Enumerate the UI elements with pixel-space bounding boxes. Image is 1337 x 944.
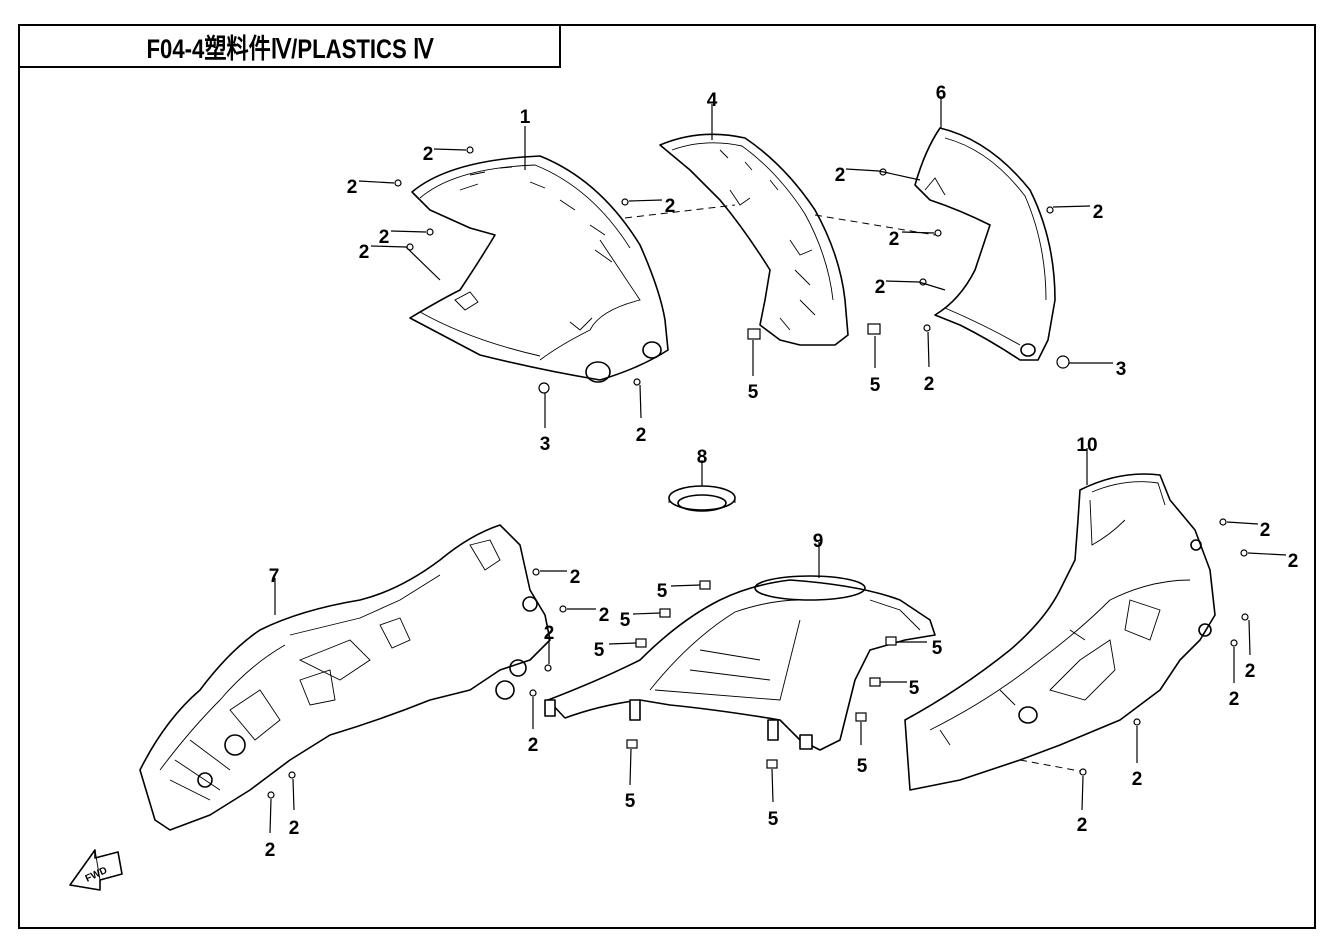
callout-25: 2 — [265, 840, 276, 861]
callout-35: 10 — [1076, 435, 1097, 456]
callout-28: 5 — [620, 610, 631, 631]
fwd-arrow-icon: FWD — [69, 849, 123, 891]
part-6-right-cowl — [914, 127, 1056, 361]
leader-lines — [269, 96, 1287, 834]
callout-32: 5 — [932, 638, 943, 659]
callout-10: 5 — [870, 375, 881, 396]
callout-15: 2 — [875, 277, 886, 298]
callout-33: 5 — [909, 678, 920, 699]
callout-5: 2 — [665, 196, 676, 217]
part-4-side-strip — [659, 133, 849, 346]
callout-38: 2 — [1245, 661, 1256, 682]
part-9-tank-cover — [544, 575, 936, 751]
callout-17: 3 — [1116, 359, 1127, 380]
callout-36: 2 — [1260, 520, 1271, 541]
callout-13: 2 — [1093, 202, 1104, 223]
part-7-left-frame-cover — [139, 524, 551, 831]
callout-39: 2 — [1229, 689, 1240, 710]
drawing-frame — [18, 24, 1316, 929]
callout-16: 2 — [924, 374, 935, 395]
callout-29: 5 — [594, 640, 605, 661]
callout-14: 2 — [889, 229, 900, 250]
callout-11: 6 — [936, 83, 947, 104]
callout-8: 4 — [707, 90, 718, 111]
callout-23: 2 — [528, 735, 539, 756]
callout-18: 8 — [697, 447, 708, 468]
ref-line-2 — [814, 214, 936, 236]
part-8-ring — [668, 485, 736, 512]
callout-0: 1 — [520, 107, 531, 128]
callout-1: 2 — [423, 144, 434, 165]
callout-30: 5 — [625, 791, 636, 812]
part-10-right-side-cover — [904, 473, 1216, 791]
title-box: F04-4塑料件Ⅳ/PLASTICS Ⅳ — [18, 24, 561, 68]
callout-3: 2 — [379, 227, 390, 248]
callout-21: 2 — [599, 605, 610, 626]
callout-26: 9 — [813, 531, 824, 552]
part-1-left-cover — [409, 155, 669, 383]
ref-line-3 — [1019, 759, 1086, 773]
diagram-title: F04-4塑料件Ⅳ/PLASTICS Ⅳ — [146, 33, 433, 64]
callout-22: 2 — [544, 623, 555, 644]
callout-27: 5 — [657, 581, 668, 602]
callout-40: 2 — [1132, 769, 1143, 790]
callout-6: 3 — [540, 434, 551, 455]
callout-24: 2 — [289, 818, 300, 839]
callout-37: 2 — [1288, 551, 1299, 572]
callout-9: 5 — [748, 382, 759, 403]
callout-19: 7 — [269, 566, 280, 587]
callout-41: 2 — [1077, 815, 1088, 836]
callout-2: 2 — [347, 177, 358, 198]
callout-4: 2 — [359, 242, 370, 263]
ref-line-1 — [624, 204, 736, 219]
callout-34: 5 — [857, 756, 868, 777]
callout-12: 2 — [835, 165, 846, 186]
callout-7: 2 — [636, 425, 647, 446]
callout-20: 2 — [570, 567, 581, 588]
callout-31: 5 — [768, 809, 779, 830]
